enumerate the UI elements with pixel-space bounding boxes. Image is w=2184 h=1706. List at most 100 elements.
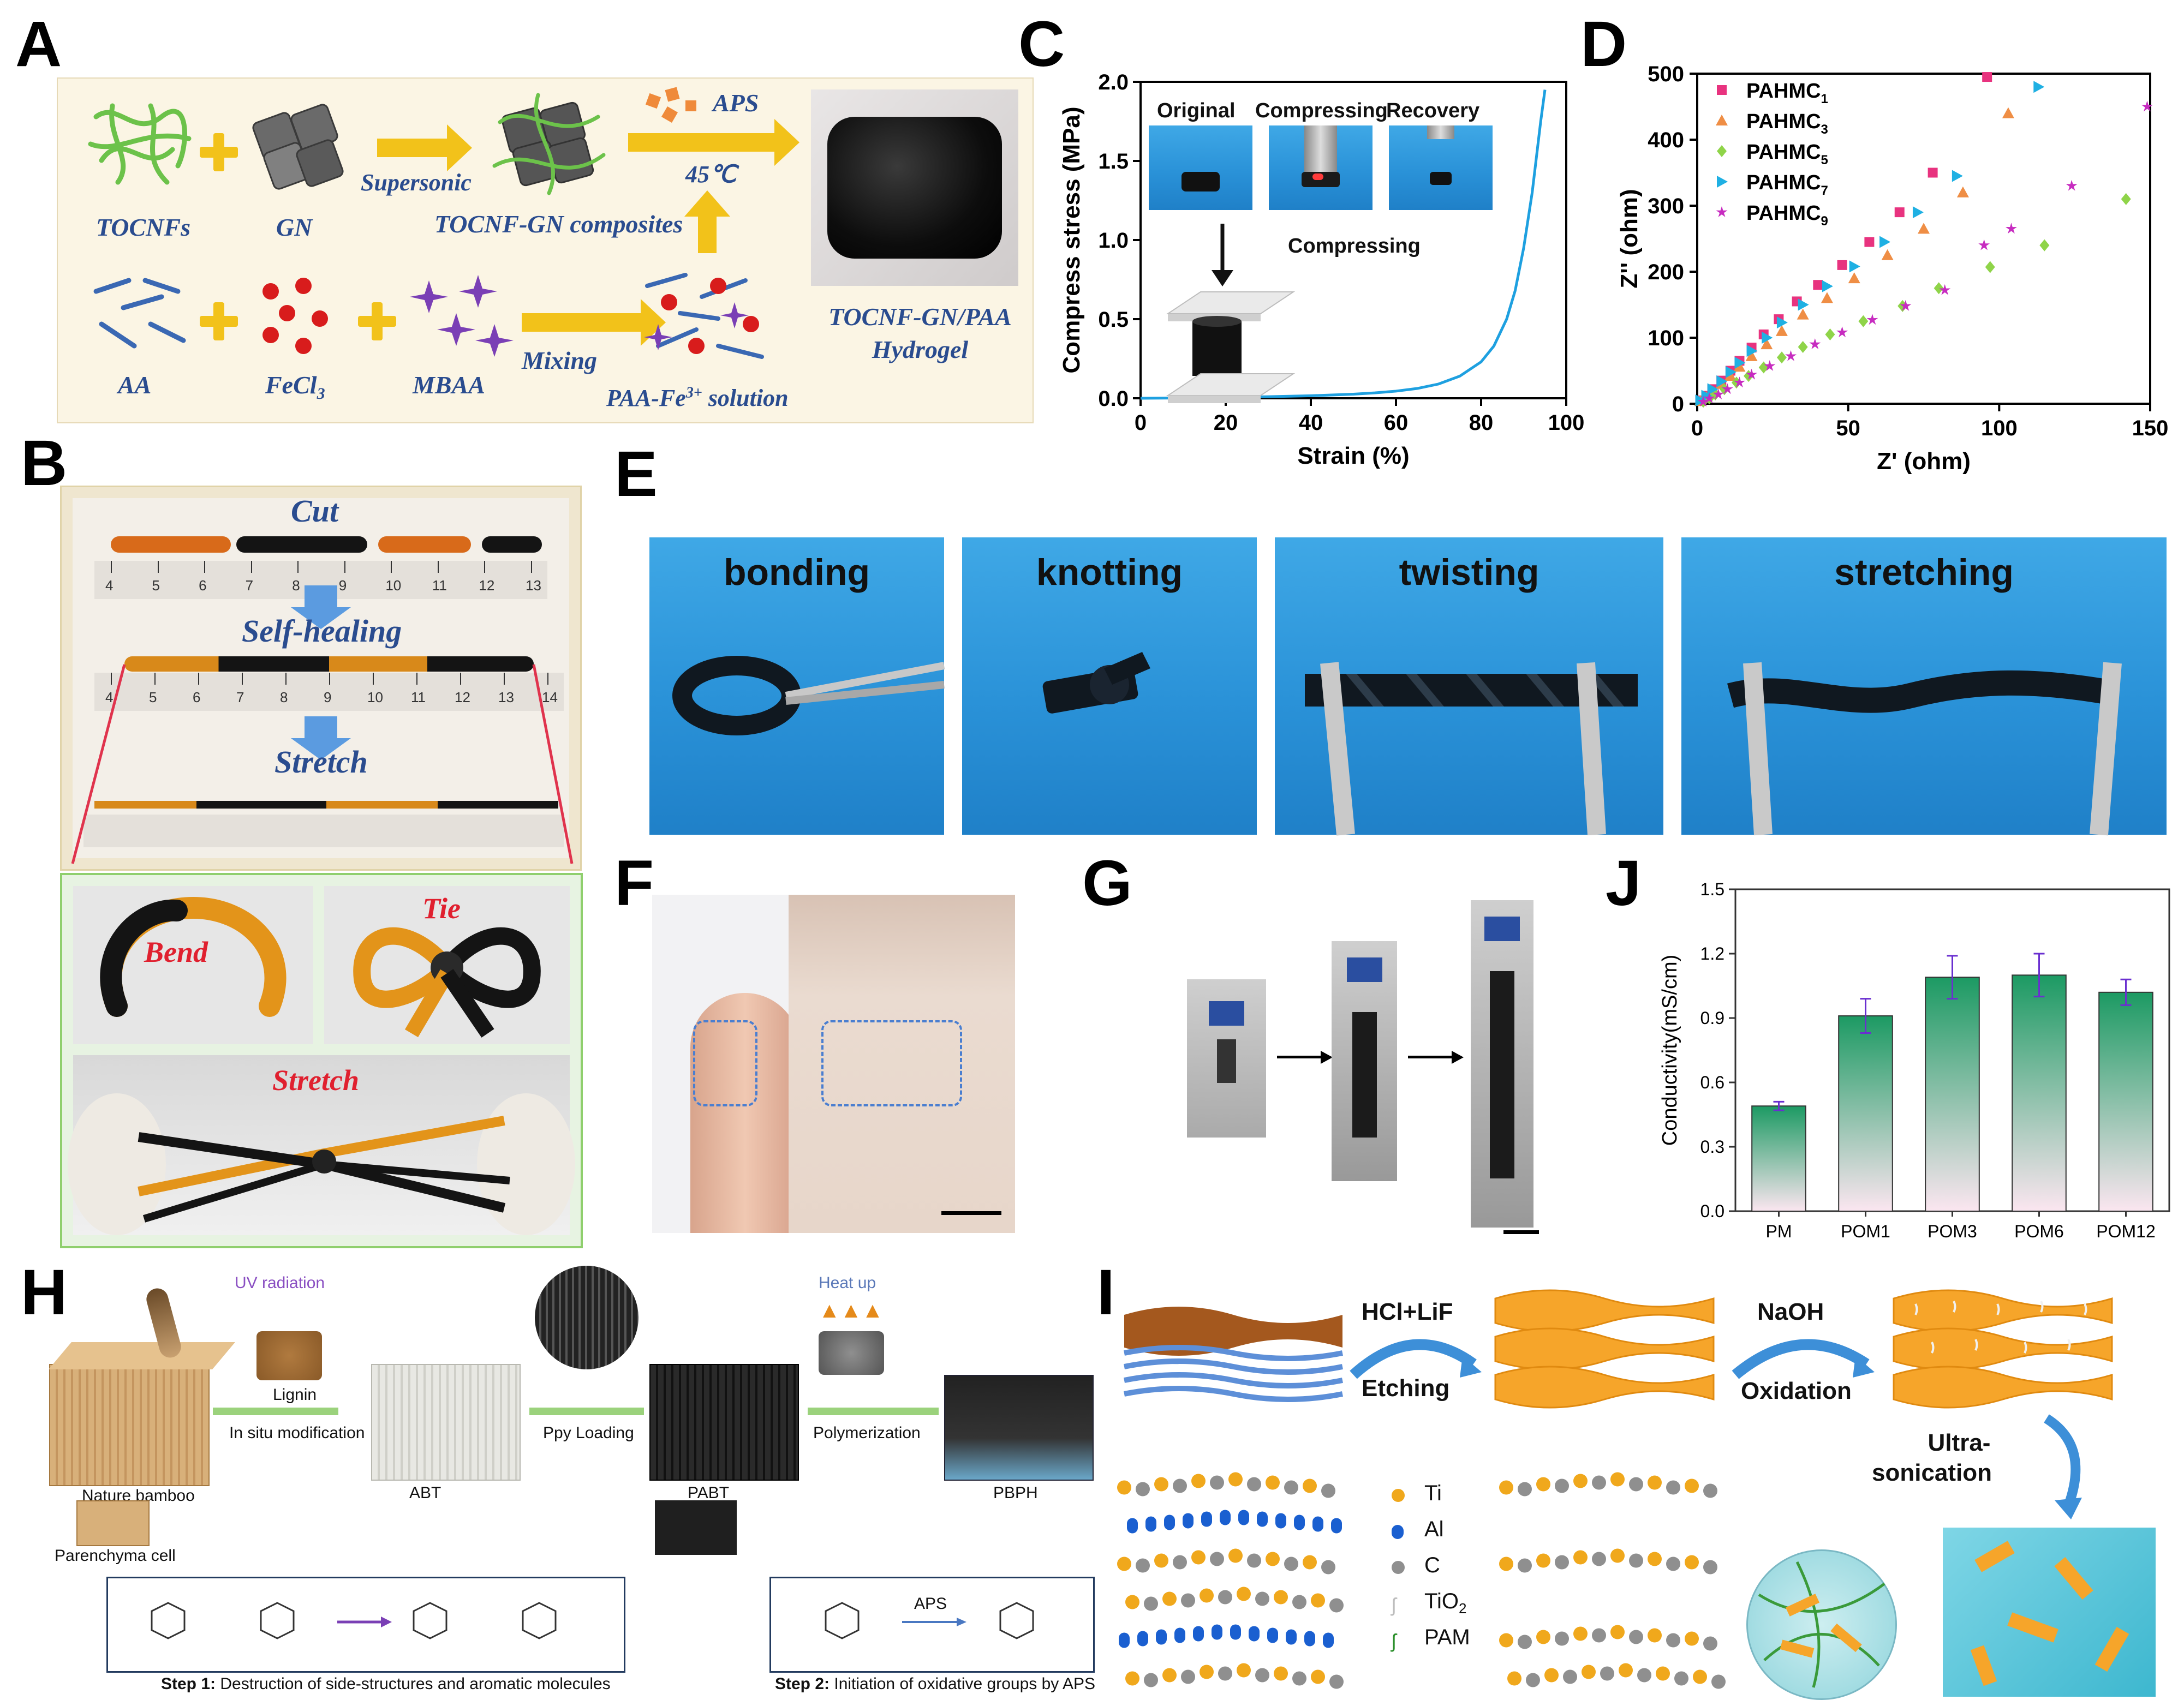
y-axis-label: Z'' (ohm)	[1616, 189, 1643, 288]
recovery-photo	[1389, 125, 1493, 210]
max-atoms-icon	[1117, 1472, 1344, 1689]
sem-inset	[535, 1266, 639, 1369]
y-tick-label: 300	[1648, 194, 1684, 218]
tc-atom	[1303, 1478, 1317, 1493]
al-atom	[1323, 1632, 1334, 1648]
tc-atom	[1255, 1591, 1269, 1606]
panel-label-a: A	[15, 8, 62, 80]
al-atom	[1331, 1518, 1342, 1534]
al-atom	[1304, 1631, 1315, 1647]
panel-g-photos	[1184, 900, 1566, 1238]
data-point	[1703, 392, 1715, 404]
patch-outline	[821, 1020, 962, 1106]
arrow-icon	[1350, 1339, 1482, 1379]
tc-atom	[1555, 1478, 1569, 1493]
data-point	[1785, 350, 1797, 361]
bamboo-block	[49, 1364, 210, 1486]
patch-outline	[693, 1020, 757, 1106]
ruler-tick-label: 6	[193, 689, 201, 705]
compressing-label: Compressing	[1255, 99, 1388, 122]
twisting-photo: twisting	[1275, 537, 1663, 836]
scale-bar	[1503, 1230, 1539, 1234]
tensile-photo	[1187, 979, 1266, 1138]
tc-atom	[1329, 1598, 1344, 1613]
ruler-tick	[157, 561, 159, 573]
tc-atom	[1181, 1593, 1195, 1608]
ruler-tick-label: 5	[152, 577, 160, 594]
tocnfs-icon	[88, 103, 192, 185]
data-point	[1798, 340, 1808, 353]
tc-atom	[1173, 1555, 1187, 1570]
pabt-label: PABT	[688, 1484, 730, 1502]
panel-label-g: G	[1082, 847, 1132, 919]
tc-atom	[1247, 1477, 1261, 1492]
uv-label: UV radiation	[235, 1274, 325, 1292]
panel-label-d: D	[1580, 8, 1627, 80]
data-point	[1894, 207, 1905, 218]
x-tick-label: 20	[1214, 411, 1238, 435]
bar-POM3	[1925, 977, 1980, 1212]
data-point	[2066, 179, 2078, 191]
tc-atom	[1136, 1558, 1150, 1573]
panel-label-e: E	[614, 438, 658, 510]
abt-block	[371, 1364, 521, 1481]
legend-marker	[1717, 145, 1727, 157]
tc-atom	[1499, 1633, 1513, 1648]
data-point	[1837, 260, 1847, 270]
data-point	[1858, 315, 1869, 327]
aps-step-label: APS	[914, 1595, 947, 1613]
data-point	[1866, 314, 1878, 325]
tocnfs-label: TOCNFs	[96, 213, 190, 241]
tc-atom	[1311, 1593, 1325, 1608]
hydrogel-label-1: TOCNF-GN/PAA	[828, 303, 1012, 331]
x-tick-label: 100	[1981, 416, 2018, 440]
pbph-block	[944, 1375, 1094, 1481]
tc-atom	[1117, 1480, 1131, 1495]
tc-atom	[1573, 1474, 1588, 1488]
ruler-tick-label: 5	[149, 689, 157, 705]
tc-atom	[1210, 1475, 1224, 1490]
legend-marker	[1716, 115, 1728, 125]
lignin-icon	[256, 1331, 322, 1380]
tc-atom	[1266, 1552, 1280, 1566]
tc-atom	[1266, 1475, 1280, 1490]
data-point	[1762, 332, 1773, 344]
tc-atom	[1685, 1631, 1699, 1646]
ruler-tick-label: 13	[498, 689, 514, 705]
tensile-photo	[1332, 941, 1397, 1181]
data-point	[1745, 350, 1758, 361]
series-PAHMC1	[1695, 72, 1992, 405]
tc-atom	[1181, 1669, 1195, 1684]
down-arrow-icon	[305, 585, 337, 607]
y-tick-label: 1.5	[1700, 879, 1724, 899]
al-atom	[1212, 1624, 1222, 1640]
knotting-label: knotting	[1036, 552, 1183, 593]
stress-curve	[1140, 89, 1547, 400]
data-point	[1776, 316, 1788, 329]
data-point	[1809, 338, 1821, 349]
y-tick-label: 0.0	[1098, 387, 1129, 411]
arrow-icon	[1408, 1056, 1454, 1058]
tc-atom	[1555, 1555, 1569, 1570]
data-point	[1934, 282, 1944, 295]
tc-atom	[1228, 1472, 1243, 1487]
data-point	[1734, 356, 1746, 369]
y-tick-label: 400	[1648, 128, 1684, 152]
etch-label-2: Etching	[1362, 1375, 1450, 1402]
composite-label: TOCNF-GN composites	[434, 210, 683, 238]
tc-atom	[1600, 1666, 1614, 1681]
tc-atom	[1117, 1557, 1131, 1571]
ruler-tick-label: 10	[367, 689, 383, 705]
ruler-tick-label: 12	[455, 689, 470, 705]
selfhealing-label: Self-healing	[242, 613, 402, 649]
ruler-tick	[391, 561, 392, 573]
parenchyma-label: Parenchyma cell	[55, 1547, 176, 1565]
al-atom	[1238, 1510, 1249, 1525]
tc-atom	[1536, 1477, 1550, 1492]
al-atom	[1164, 1515, 1175, 1530]
max-stack-icon	[1124, 1307, 1343, 1402]
pabt-block	[649, 1364, 799, 1481]
pbph-label: PBPH	[993, 1484, 1038, 1502]
data-point	[1952, 170, 1963, 182]
